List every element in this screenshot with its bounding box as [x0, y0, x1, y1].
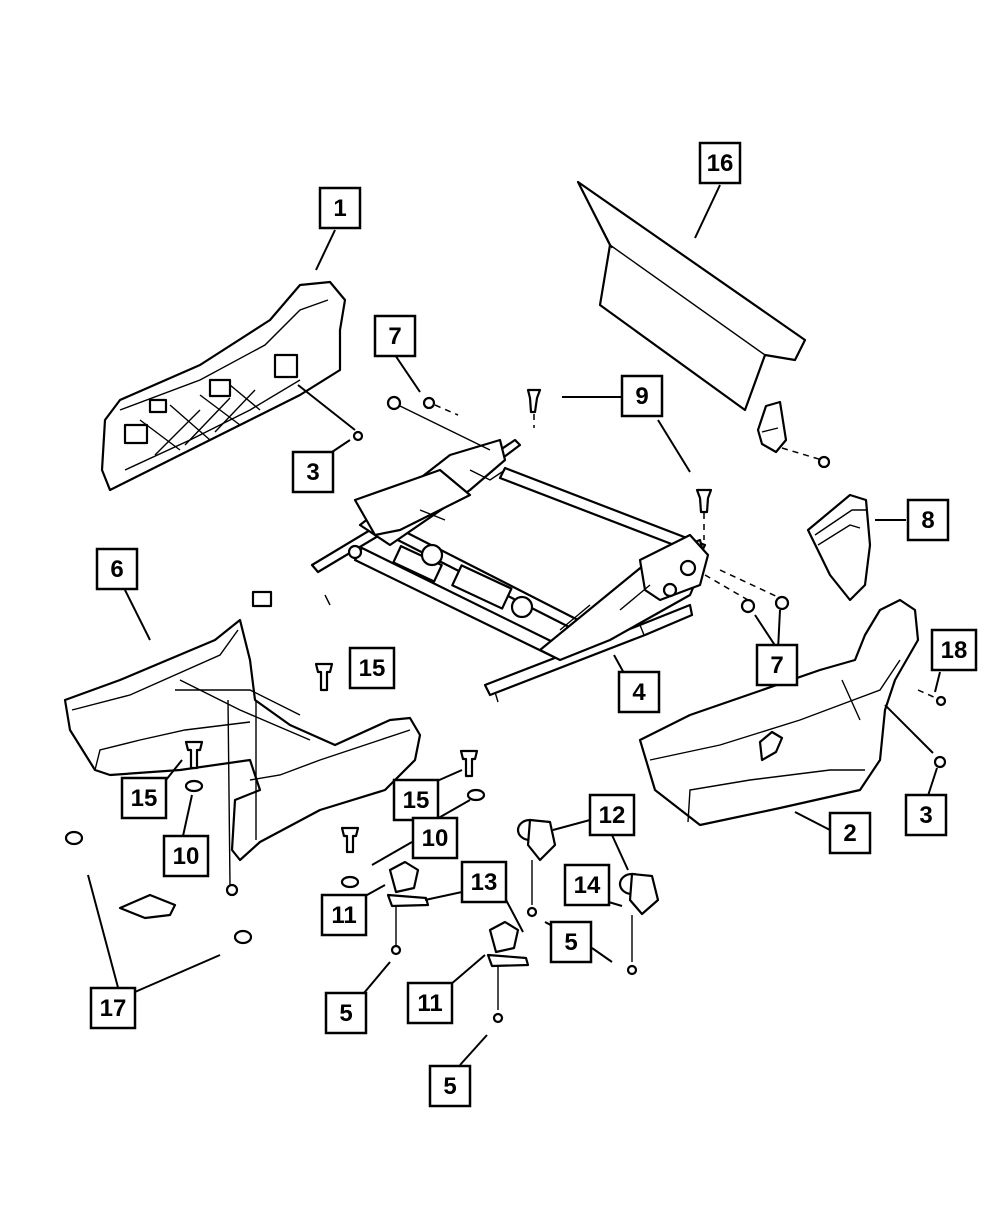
callout-label: 15: [359, 655, 386, 682]
fastener-group-7-top: [386, 388, 542, 451]
leader-lines: [87, 184, 941, 1066]
callout-2: 2: [828, 811, 872, 855]
callout-label: 9: [635, 383, 648, 410]
wire-clip-part-14: [618, 872, 660, 976]
callout-5c: 5: [428, 1064, 472, 1108]
harness-clip-part-11b: [486, 920, 530, 1024]
callout-15c: 15: [392, 778, 440, 822]
callout-7b: 7: [755, 643, 799, 687]
callout-label: 5: [339, 1000, 352, 1027]
callout-label: 8: [921, 507, 934, 534]
callout-18: 18: [930, 628, 978, 672]
callout-label: 10: [422, 825, 449, 852]
callout-label: 5: [443, 1073, 456, 1100]
callout-7a: 7: [373, 314, 417, 358]
callout-label: 16: [707, 150, 734, 177]
callout-13: 13: [460, 860, 508, 904]
callout-1: 1: [318, 186, 362, 230]
callout-9: 9: [620, 374, 664, 418]
callout-label: 5: [564, 929, 577, 956]
push-pin-part-15b: [184, 740, 204, 793]
cushion-pan-part-6: [63, 590, 422, 897]
bolt-part-9: [695, 488, 713, 540]
push-pin-part-15a: [314, 662, 334, 692]
callout-15b: 15: [120, 776, 168, 820]
callout-10b: 10: [411, 816, 459, 860]
harness-clip-part-11a: [386, 860, 430, 956]
push-pin-part-15d: [340, 826, 360, 889]
callout-8: 8: [906, 498, 950, 542]
cover-part-8: [806, 493, 872, 602]
callout-4: 4: [617, 670, 661, 714]
callout-label: 10: [173, 843, 200, 870]
callout-6: 6: [95, 547, 139, 591]
callout-label: 7: [770, 652, 783, 679]
callout-label: 17: [100, 995, 127, 1022]
nut-part-17: [64, 830, 253, 945]
shield-part-2: [638, 598, 947, 827]
track-assembly-part-4: [310, 438, 710, 703]
callout-15a: 15: [348, 646, 396, 690]
callout-3a: 3: [291, 450, 335, 494]
recliner-handle-part: [756, 400, 831, 469]
callout-label: 11: [331, 902, 356, 929]
callout-label: 15: [403, 787, 430, 814]
callout-label: 3: [919, 802, 932, 829]
shield-part-1: [100, 280, 364, 492]
callout-10a: 10: [162, 834, 210, 878]
callout-label: 18: [941, 637, 968, 664]
callout-label: 1: [333, 195, 346, 222]
callout-3b: 3: [904, 793, 948, 837]
callout-5a: 5: [549, 920, 593, 964]
callout-12: 12: [588, 793, 636, 837]
panel-part-16: [576, 180, 807, 412]
wire-clip-part-12: [516, 818, 557, 918]
callout-17: 17: [89, 986, 137, 1030]
callout-label: 3: [306, 459, 319, 486]
fastener-group-7-bottom: [704, 569, 790, 614]
callout-label: 12: [599, 802, 626, 829]
callout-5b: 5: [324, 991, 368, 1035]
callout-label: 13: [471, 869, 498, 896]
callout-label: 14: [574, 872, 601, 899]
callout-11a: 11: [320, 893, 368, 937]
callout-label: 7: [388, 323, 401, 350]
callout-11b: 11: [406, 981, 454, 1025]
callout-label: 6: [110, 556, 123, 583]
callout-label: 2: [843, 820, 856, 847]
callout-16: 16: [698, 141, 742, 185]
callout-14: 14: [563, 863, 611, 907]
callout-label: 4: [632, 679, 646, 706]
callout-label: 15: [131, 785, 158, 812]
callout-label: 11: [417, 990, 442, 1017]
push-pin-part-15c: [459, 749, 486, 802]
